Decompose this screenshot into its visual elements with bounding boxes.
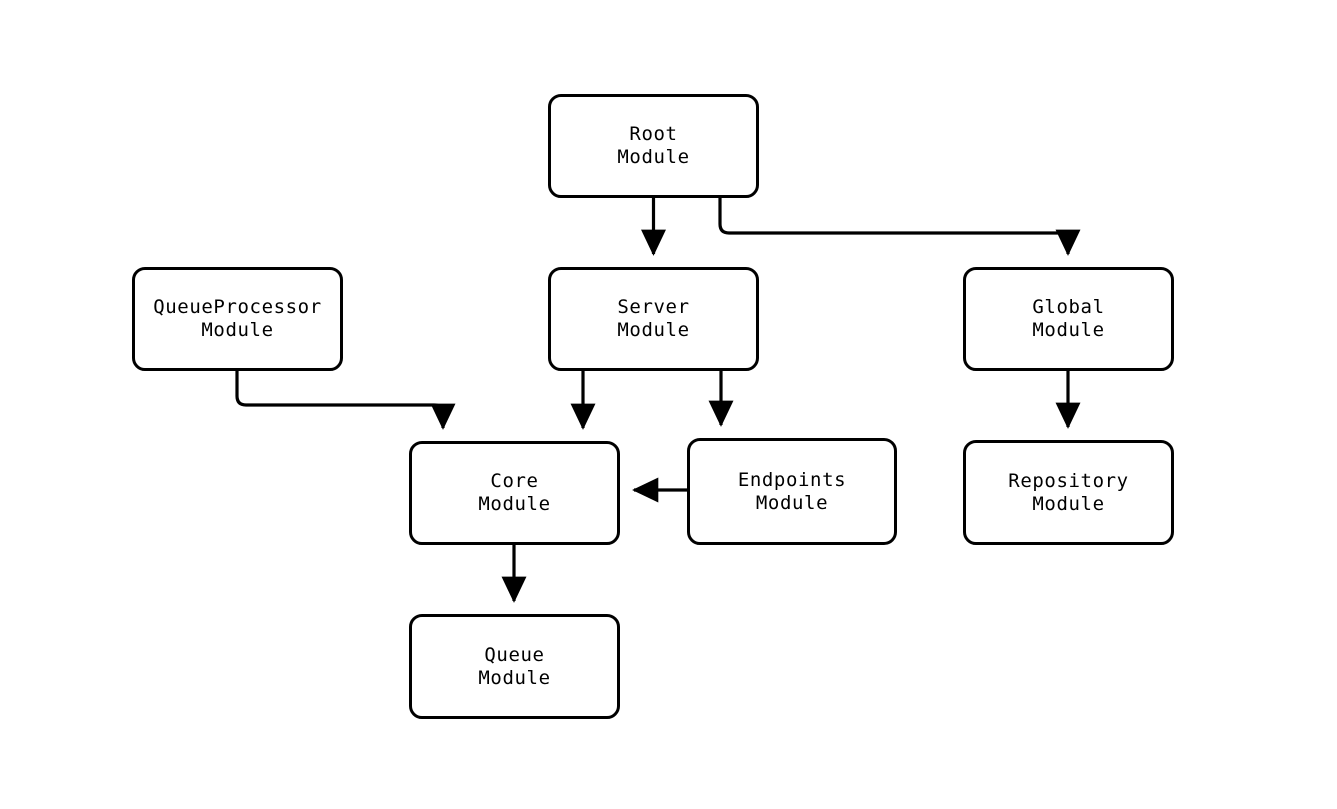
node-queue-module[interactable]: Queue Module xyxy=(409,614,620,719)
node-global-module-label-line2: Module xyxy=(1032,319,1105,341)
node-endpoints-module-label-line1: Endpoints xyxy=(737,468,847,491)
node-queueprocessor-module-label-line2: Module xyxy=(201,319,274,341)
node-server-module-label-line2: Module xyxy=(617,319,690,341)
node-endpoints-module-label-line2: Module xyxy=(755,491,829,514)
node-server-module[interactable]: Server Module xyxy=(548,267,759,371)
node-repository-module[interactable]: Repository Module xyxy=(963,440,1174,545)
node-root-module-label-line2: Module xyxy=(617,146,690,168)
node-global-module-label-line1: Global xyxy=(1032,296,1105,318)
node-core-module[interactable]: Core Module xyxy=(409,441,620,545)
node-queue-module-label-line1: Queue xyxy=(484,643,545,666)
node-queueprocessor-module[interactable]: QueueProcessor Module xyxy=(132,267,343,371)
node-root-module-label-line1: Root xyxy=(629,123,678,145)
node-queueprocessor-module-label-line1: QueueProcessor xyxy=(153,296,322,318)
node-repository-module-label-line2: Module xyxy=(1032,492,1105,515)
node-root-module[interactable]: Root Module xyxy=(548,94,759,198)
edge-queueprocessor-to-core xyxy=(235,371,456,430)
edge-root-to-global xyxy=(718,198,1081,256)
node-core-module-label-line1: Core xyxy=(490,470,539,492)
node-core-module-label-line2: Module xyxy=(478,493,551,515)
node-server-module-label-line1: Server xyxy=(617,296,690,318)
node-global-module[interactable]: Global Module xyxy=(963,267,1174,371)
node-endpoints-module[interactable]: Endpoints Module xyxy=(687,438,897,545)
node-queue-module-label-line2: Module xyxy=(478,666,551,689)
node-repository-module-label-line1: Repository xyxy=(1008,469,1129,492)
